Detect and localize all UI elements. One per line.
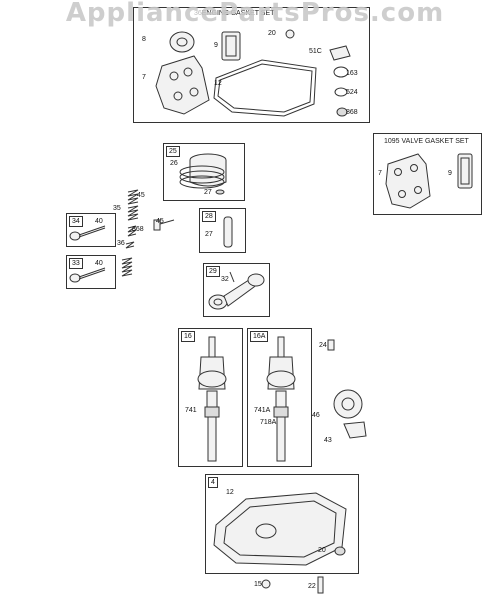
- crank-16a-tag: 16A: [250, 331, 269, 342]
- valve-gasket-set-title: 1095 VALVE GASKET SET: [384, 138, 469, 145]
- valve-springs-drawing: [127, 189, 139, 221]
- label-524: 524: [346, 89, 358, 96]
- pin-group-box: 28 27: [199, 208, 246, 253]
- label-46: 46: [312, 412, 320, 419]
- valve-33-tag: 33: [69, 258, 83, 269]
- label-15: 15: [254, 581, 262, 588]
- crank-16-box: 16 741: [178, 328, 243, 467]
- crank-16a-box: 16A 741A 718A: [247, 328, 312, 467]
- label-26: 26: [170, 160, 178, 167]
- rod-group-box: 29 32: [203, 263, 270, 317]
- keeper-drawing: [125, 219, 175, 249]
- piston-group-box: 25 26 27: [163, 143, 245, 201]
- label-22: 22: [308, 583, 316, 590]
- label-27-pin: 27: [205, 231, 213, 238]
- label-20: 20: [268, 30, 276, 37]
- crankshaft-16a-drawing: [266, 336, 296, 462]
- label-12-sump: 12: [226, 489, 234, 496]
- label-36: 36: [117, 240, 125, 247]
- piston-group-tag: 25: [166, 146, 180, 157]
- pin-group-tag: 28: [202, 211, 216, 222]
- valve-gasket-set-drawing: [385, 153, 473, 209]
- valve-34-tag: 34: [69, 216, 83, 227]
- valve-33-box: 33 40: [66, 255, 116, 289]
- connecting-rod-drawing: [208, 271, 265, 310]
- label-24: 24: [319, 342, 327, 349]
- label-868: 868: [346, 109, 358, 116]
- label-32: 32: [221, 276, 229, 283]
- sump-tag: 4: [208, 477, 218, 488]
- label-163: 163: [346, 70, 358, 77]
- label-27-piston: 27: [204, 189, 212, 196]
- valve-33-drawing: [69, 267, 106, 283]
- label-741a: 741A: [254, 407, 271, 414]
- label-40-a: 40: [95, 218, 103, 225]
- valve-34-drawing: [69, 225, 106, 241]
- valve-34-box: 34 40: [66, 213, 116, 247]
- label-35: 35: [113, 205, 121, 212]
- crankshaft-16-drawing: [197, 336, 227, 462]
- label-40-b: 40: [95, 260, 103, 267]
- valve-gasket-set-box: 1095 VALVE GASKET SET 7 9: [373, 133, 482, 215]
- crank-16-tag: 16: [181, 331, 195, 342]
- valve-label-7: 7: [378, 170, 382, 177]
- label-45-top: 45: [137, 192, 145, 199]
- rod-group-tag: 29: [206, 266, 220, 277]
- pin-drawing: [223, 216, 233, 248]
- label-45-valve: 45: [156, 218, 164, 225]
- label-868-valve: 868: [132, 226, 144, 233]
- engine-gasket-set-title: 36ENGINE GASKET SET: [194, 10, 275, 17]
- governor-parts-drawing: [327, 339, 367, 439]
- label-741: 741: [185, 407, 197, 414]
- label-8: 8: [142, 36, 146, 43]
- piston-drawing: [179, 153, 227, 195]
- label-20-sump: 20: [318, 547, 326, 554]
- label-51c: 51C: [309, 48, 322, 55]
- sump-drawing: [213, 492, 347, 566]
- spring-33-drawing: [121, 257, 133, 277]
- label-7: 7: [142, 74, 146, 81]
- valve-label-9: 9: [448, 170, 452, 177]
- engine-gasket-set-box: 36ENGINE GASKET SET 8 9 20 51C 7 12 163 …: [133, 7, 370, 123]
- label-43: 43: [324, 437, 332, 444]
- label-9: 9: [214, 42, 218, 49]
- engine-gasket-set-drawing: [155, 29, 351, 117]
- bottom-parts-drawing: [261, 576, 324, 594]
- label-718a: 718A: [260, 419, 277, 426]
- sump-box: 4 12 20: [205, 474, 359, 574]
- label-12: 12: [214, 80, 222, 87]
